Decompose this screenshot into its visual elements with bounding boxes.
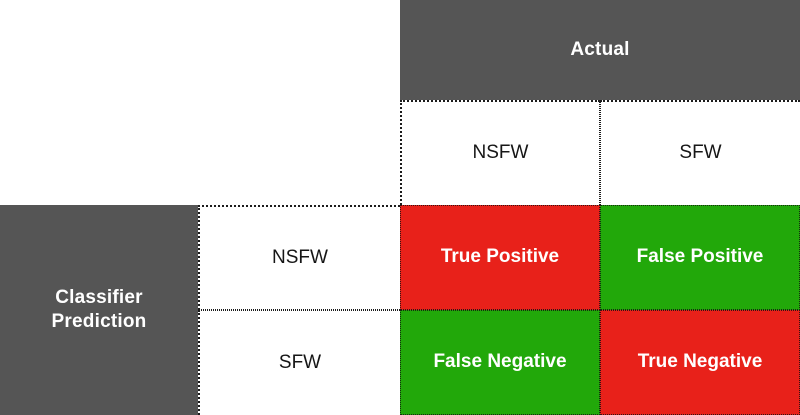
quadrant-label: False Positive (636, 246, 764, 268)
predicted-row-label: SFW (278, 351, 322, 373)
quadrant-label: True Negative (637, 351, 763, 373)
quadrant-label: True Positive (440, 246, 560, 268)
predicted-row-header-nsfw: NSFW (198, 205, 400, 310)
empty-corner-spacer (0, 0, 400, 205)
quadrant-true-negative: True Negative (600, 310, 800, 415)
prediction-axis-label-line2: Prediction (51, 311, 147, 332)
quadrant-true-positive: True Positive (400, 205, 600, 310)
actual-axis-title: Actual (400, 0, 800, 100)
actual-column-header-nsfw: NSFW (400, 100, 600, 205)
actual-column-label: SFW (679, 142, 722, 164)
quadrant-false-positive: False Positive (600, 205, 800, 310)
quadrant-label: False Negative (433, 351, 567, 373)
predicted-row-label: NSFW (272, 246, 328, 268)
predicted-row-header-sfw: SFW (198, 310, 400, 415)
prediction-axis-label-line1: Classifier (55, 286, 143, 308)
actual-column-header-sfw: SFW (600, 100, 800, 205)
classifier-prediction-axis-title: Classifier Prediction (0, 205, 198, 415)
actual-column-label: NSFW (472, 142, 529, 164)
quadrant-false-negative: False Negative (400, 310, 600, 415)
actual-axis-label: Actual (570, 38, 630, 60)
